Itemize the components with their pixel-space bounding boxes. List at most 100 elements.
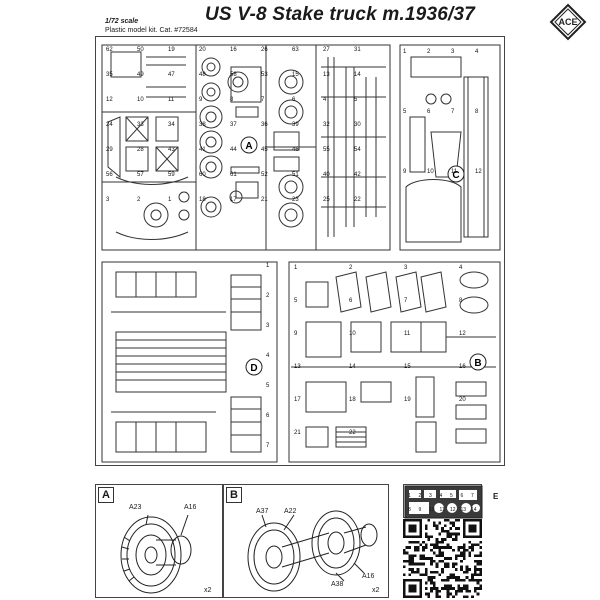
part-number-a-41: 41 bbox=[199, 147, 206, 153]
part-number-a-52: 52 bbox=[261, 172, 268, 178]
part-number-d-7: 7 bbox=[266, 443, 270, 449]
callout-a22: A22 bbox=[284, 508, 297, 515]
part-number-a-49: 49 bbox=[137, 72, 144, 78]
part-number-a-55: 55 bbox=[323, 147, 330, 153]
callout-a23: A23 bbox=[129, 504, 142, 511]
quantity-a: x2 bbox=[204, 587, 212, 594]
part-number-b-14: 14 bbox=[349, 364, 356, 370]
qr-code-icon bbox=[403, 519, 482, 598]
part-number-a-14: 14 bbox=[354, 72, 361, 78]
part-number-a-33: 33 bbox=[137, 122, 144, 128]
part-number-a-9: 9 bbox=[199, 97, 203, 103]
etch-number-11: 11 bbox=[440, 507, 445, 513]
part-number-a-7: 7 bbox=[261, 97, 265, 103]
part-number-a-13: 13 bbox=[323, 72, 330, 78]
part-number-a-44: 44 bbox=[230, 147, 237, 153]
assembly-b-letter: B bbox=[226, 487, 242, 503]
part-number-a-25: 25 bbox=[323, 197, 330, 203]
part-number-a-18: 18 bbox=[199, 197, 206, 203]
part-number-d-3: 3 bbox=[266, 323, 270, 329]
assembly-a-letter: A bbox=[98, 487, 114, 503]
etch-number-2: 2 bbox=[419, 493, 422, 499]
callout-a38: A38 bbox=[331, 581, 344, 588]
part-number-a-6: 6 bbox=[292, 97, 296, 103]
assembly-b-box: B A37 A22 A16 A38 x2 bbox=[223, 484, 389, 598]
part-number-d-1: 1 bbox=[266, 263, 270, 269]
part-number-b-13: 13 bbox=[294, 364, 301, 370]
callout-a16-b: A16 bbox=[362, 573, 375, 580]
part-number-a-16: 16 bbox=[230, 47, 237, 53]
part-number-a-11: 11 bbox=[168, 97, 175, 103]
part-number-b-8: 8 bbox=[459, 298, 463, 304]
svg-text:B: B bbox=[474, 358, 481, 369]
part-number-a-53: 53 bbox=[261, 72, 268, 78]
part-number-a-8: 8 bbox=[230, 97, 234, 103]
part-number-a-31: 31 bbox=[354, 47, 361, 53]
sprue-a-frame bbox=[101, 44, 391, 251]
part-number-a-58: 58 bbox=[230, 72, 237, 78]
part-number-c-5: 5 bbox=[403, 109, 407, 115]
sprue-letter-b: B bbox=[469, 353, 487, 371]
svg-text:D: D bbox=[250, 363, 257, 374]
etch-number-5: 5 bbox=[450, 493, 453, 499]
etch-number-7: 7 bbox=[471, 493, 474, 499]
scale-label: 1/72 scale bbox=[105, 18, 139, 25]
etch-number-3: 3 bbox=[429, 493, 432, 499]
part-number-a-12: 12 bbox=[106, 97, 113, 103]
sprue-c-frame bbox=[399, 44, 501, 251]
etch-number-8: 8 bbox=[408, 507, 411, 513]
part-number-b-15: 15 bbox=[404, 364, 411, 370]
part-number-c-4: 4 bbox=[475, 49, 479, 55]
part-number-a-4: 4 bbox=[323, 97, 327, 103]
part-number-c-9: 9 bbox=[403, 169, 407, 175]
etch-number-13: 13 bbox=[461, 507, 467, 513]
etch-number-12: 12 bbox=[450, 507, 456, 513]
part-number-c-2: 2 bbox=[427, 49, 431, 55]
part-number-a-40: 40 bbox=[323, 172, 330, 178]
part-number-b-1: 1 bbox=[294, 265, 298, 271]
part-number-b-9: 9 bbox=[294, 331, 298, 337]
part-number-d-6: 6 bbox=[266, 413, 270, 419]
callout-a37: A37 bbox=[256, 508, 269, 515]
catalog-label: Plastic model kit. Cat. #72584 bbox=[105, 27, 198, 34]
part-number-b-2: 2 bbox=[349, 265, 353, 271]
sprue-letter-a: A bbox=[240, 136, 258, 154]
part-number-a-45: 45 bbox=[261, 147, 268, 153]
etch-number-4: 4 bbox=[440, 493, 443, 499]
part-number-b-16: 16 bbox=[459, 364, 466, 370]
part-number-a-22: 22 bbox=[354, 197, 361, 203]
part-number-a-23: 23 bbox=[292, 197, 299, 203]
part-number-b-21: 21 bbox=[294, 430, 301, 436]
part-number-a-10: 10 bbox=[137, 97, 144, 103]
part-number-a-51: 51 bbox=[292, 172, 299, 178]
part-number-c-12: 12 bbox=[475, 169, 482, 175]
svg-text:C: C bbox=[452, 170, 459, 181]
part-number-b-10: 10 bbox=[349, 331, 356, 337]
etch-number-14: 14 bbox=[471, 507, 477, 513]
part-number-b-5: 5 bbox=[294, 298, 298, 304]
part-number-b-20: 20 bbox=[459, 397, 466, 403]
sprue-letter-d: D bbox=[245, 358, 263, 376]
wheel-b-drawing bbox=[247, 510, 378, 592]
part-number-a-47: 47 bbox=[168, 72, 175, 78]
part-number-a-35: 35 bbox=[106, 72, 113, 78]
part-number-a-28: 28 bbox=[137, 147, 144, 153]
part-number-a-15: 15 bbox=[292, 72, 299, 78]
part-number-b-17: 17 bbox=[294, 397, 301, 403]
part-number-a-19: 19 bbox=[168, 47, 175, 53]
part-number-a-29: 29 bbox=[106, 147, 113, 153]
etch-number-10: 10 bbox=[429, 507, 435, 513]
part-number-b-3: 3 bbox=[404, 265, 408, 271]
part-number-a-20: 20 bbox=[199, 47, 206, 53]
part-number-c-10: 10 bbox=[427, 169, 434, 175]
part-number-a-60: 60 bbox=[199, 172, 206, 178]
part-number-c-7: 7 bbox=[451, 109, 455, 115]
part-number-b-6: 6 bbox=[349, 298, 353, 304]
part-number-c-3: 3 bbox=[451, 49, 455, 55]
sprue-d-frame bbox=[101, 261, 278, 463]
part-number-a-26: 26 bbox=[261, 47, 268, 53]
part-number-a-37: 37 bbox=[230, 122, 237, 128]
